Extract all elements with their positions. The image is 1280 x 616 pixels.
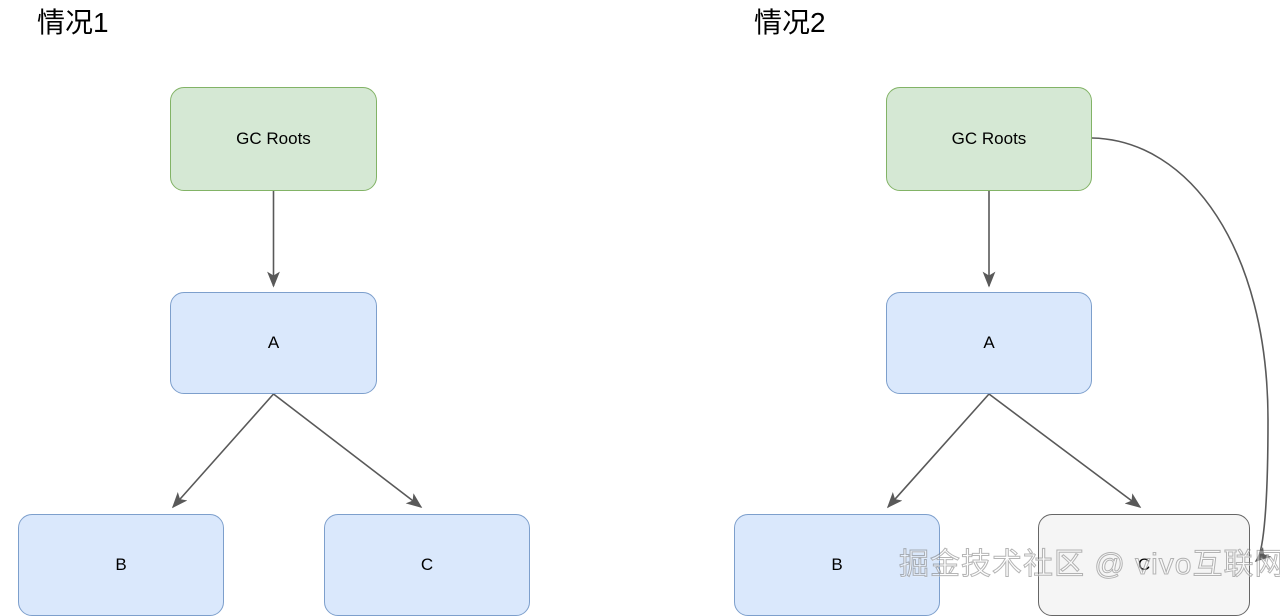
edge-right-gcroots-to-c-curved (1091, 137, 1272, 563)
node-right-gc-roots[interactable]: GC Roots (886, 87, 1092, 191)
node-label: B (115, 555, 127, 574)
edge-left-a-to-c (273, 393, 423, 508)
node-label: C (1137, 555, 1151, 574)
node-label: A (267, 333, 280, 352)
panel-title-right: 情况2 (754, 7, 826, 38)
panel-right-edges (886, 137, 1272, 563)
node-label: A (983, 333, 995, 352)
node-label: C (420, 555, 434, 574)
node-left-b[interactable]: B (18, 514, 224, 616)
node-right-a[interactable]: A (886, 292, 1092, 394)
node-label: GC Roots (236, 129, 311, 148)
edge-left-a-to-b (171, 393, 275, 509)
panel-left-edges (171, 191, 423, 509)
edge-right-a-to-c (988, 393, 1142, 508)
node-left-a[interactable]: A (170, 292, 377, 394)
node-left-gc-roots[interactable]: GC Roots (170, 87, 377, 191)
node-label: B (831, 555, 843, 574)
edge-right-a-to-b (886, 393, 990, 509)
node-right-b[interactable]: B (734, 514, 940, 616)
node-left-c[interactable]: C (324, 514, 530, 616)
panel-title-left: 情况1 (37, 7, 109, 38)
node-label: GC Roots (951, 129, 1027, 148)
node-right-c[interactable]: C (1038, 514, 1250, 616)
